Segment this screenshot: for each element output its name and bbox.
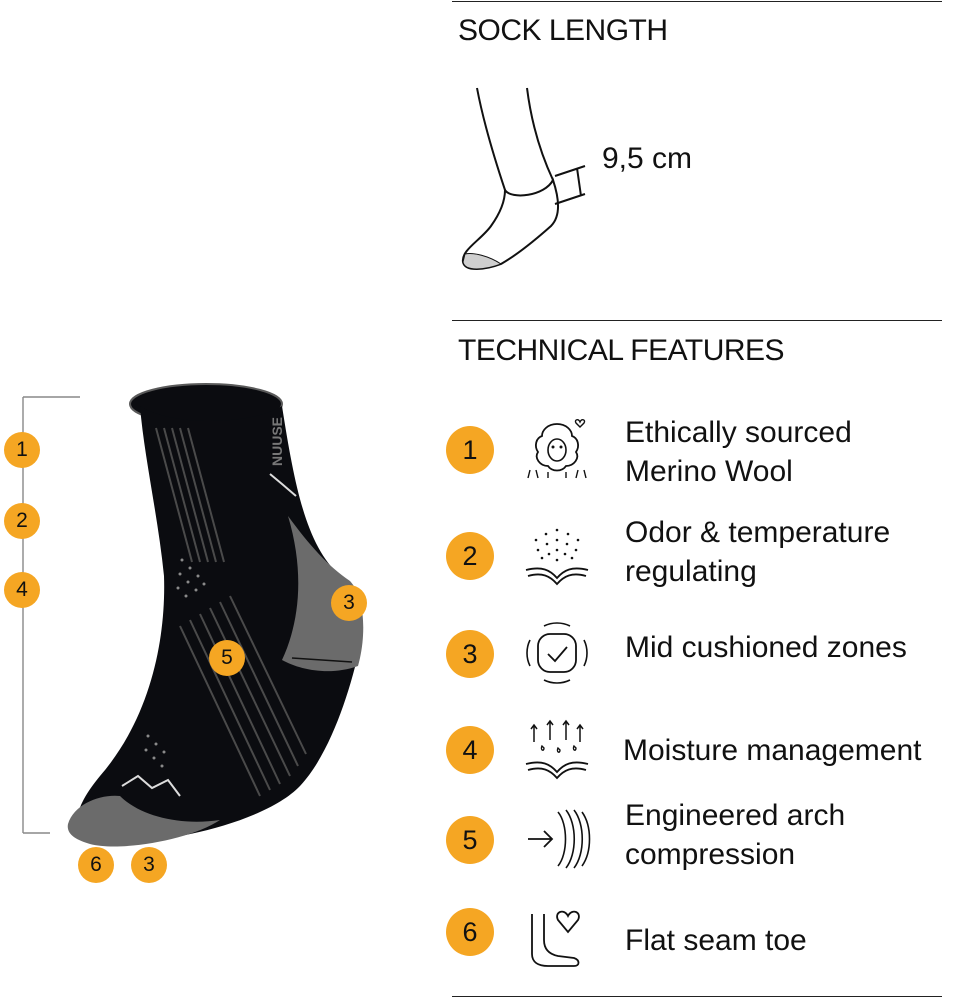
feature-4-label: Moisture management [623,734,922,767]
length-bracket [22,396,80,834]
feature-1-label: Ethically sourced Merino Wool [625,416,852,488]
sheep-icon [527,419,587,479]
sock-toe [67,795,220,847]
sock-body [77,406,362,843]
sock-illustration: NUUSE [67,383,364,847]
feature-2-badge: 2 [446,532,494,580]
moisture-icon [525,719,589,780]
feature-6-badge: 6 [446,908,494,956]
bottom-rule [452,996,942,997]
sock-marker-2: 2 [4,503,40,539]
cushion-icon [526,622,588,684]
sock-marker-toe-6: 6 [78,847,114,883]
feature-1-badge: 1 [446,426,494,474]
sock-marker-1: 1 [4,432,40,468]
sock-marker-4: 4 [4,572,40,608]
features-rule [452,320,942,321]
foot-heart-icon [531,910,580,967]
feature-6-label: Flat seam toe [625,924,807,957]
top-rule [452,1,942,2]
sock-heel [282,516,364,672]
feature-2-label: Odor & temperature regulating [625,516,891,588]
feature-4-badge: 4 [446,726,494,774]
feature-3-label: Mid cushioned zones [625,631,907,664]
technical-features-heading: TECHNICAL FEATURES [458,334,785,367]
sock-length-heading: SOCK LENGTH [458,14,668,47]
sock-marker-toe-3: 3 [131,847,167,883]
feature-5-label: Engineered arch compression [625,799,846,871]
toe-shading [462,253,503,270]
sock-length-measurement: 9,5 cm [602,142,693,175]
ankle-sock-illustration [461,87,586,270]
sock-brand-text: NUUSE [269,417,285,466]
feature-3-badge: 3 [446,630,494,678]
dimension-bracket [554,165,586,205]
sock-marker-heel-3: 3 [331,585,367,621]
feature-5-badge: 5 [446,816,494,864]
compression-icon [528,809,591,869]
ventilation-icon [525,528,589,586]
sock-marker-arch-5: 5 [209,640,245,676]
